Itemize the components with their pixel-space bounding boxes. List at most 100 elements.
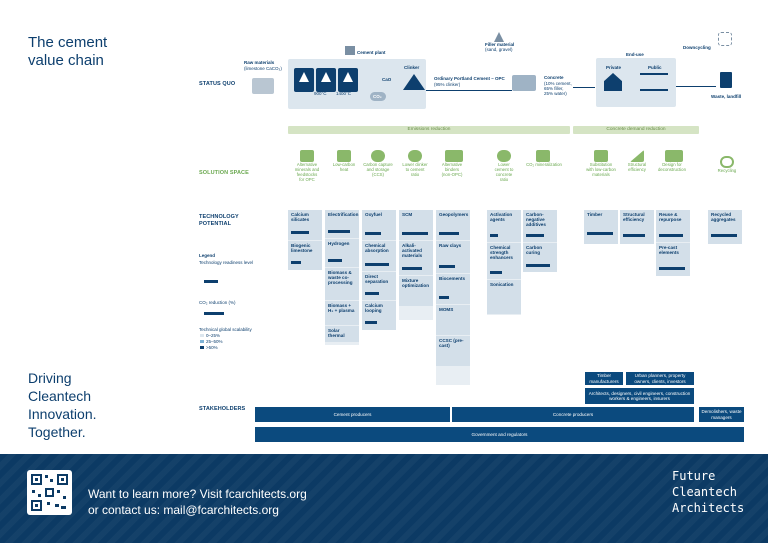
solution-label: Recycling	[717, 168, 737, 173]
tech-name: Oxyfuel	[365, 212, 382, 217]
tech-card: Electrification	[325, 210, 359, 238]
footer-visit-link[interactable]: Want to learn more? Visit fcarchitects.o…	[88, 487, 307, 501]
tech-name: Geopolymers	[439, 212, 469, 217]
downcycling-label: Downcycling	[683, 45, 711, 50]
solution-label: binders	[444, 167, 460, 172]
legend-scalability: Technical global scalability	[199, 327, 252, 332]
tech-column: Recycled aggregates	[708, 210, 742, 244]
co2-cloud-label: CO₂	[373, 94, 382, 99]
trl-bar	[365, 263, 389, 266]
flame-icon	[343, 72, 353, 82]
tech-card: Carbon-negative additives	[523, 210, 557, 242]
tech-column: Oxyfuel Chemical absorption Direct separ…	[362, 210, 396, 330]
trl-bar	[587, 232, 613, 235]
tech-name: Electrification	[328, 212, 359, 217]
substitution-icon	[594, 150, 608, 162]
footer	[0, 454, 768, 543]
raw-materials-sub: (limestone CaCO₃)	[244, 66, 282, 71]
filler-label: Filler material	[485, 42, 515, 47]
solution-label: Lower	[498, 162, 510, 167]
trl-bar	[526, 234, 544, 237]
tech-name: Recycled aggregates	[711, 212, 736, 223]
solution-item: Substitution with low-carbon materials	[584, 150, 618, 177]
recycling-icon	[720, 156, 734, 168]
tech-name: CCSC (pre-cast)	[439, 338, 464, 349]
solution-label: Design for	[662, 162, 682, 167]
tech-card: Carbon curing	[523, 243, 557, 272]
solution-item: Design for deconstruction	[655, 150, 689, 172]
tech-name: Calcium silicates	[291, 212, 310, 223]
trl-bar	[490, 234, 498, 237]
trl-bar	[659, 267, 685, 270]
legend-bar	[204, 312, 224, 315]
tech-card: Chemical absorption	[362, 241, 396, 271]
tech-card: Biomass + H₂ + plasma	[325, 301, 359, 325]
tech-card: Structural efficiency	[620, 210, 654, 244]
tech-name: Structural efficiency	[623, 212, 645, 223]
footer-mail-link[interactable]: or contact us: mail@fcarchitects.org	[88, 503, 279, 517]
solution-label: CO₂ mineralization	[526, 162, 562, 167]
solution-label: Substitution	[589, 162, 613, 167]
bridge-icon	[640, 73, 668, 91]
tech-name: Direct separation	[365, 274, 389, 285]
solution-item: CO₂ mineralization	[524, 150, 564, 167]
tech-column: Reuse & repurpose Pre-cast elements	[656, 210, 690, 276]
wind-turbine-icon	[337, 150, 351, 162]
stakeholder-demolishers: Demolishers, waste managers	[699, 407, 744, 422]
solution-label: cement to	[494, 167, 514, 172]
raw-materials-label: Raw materials	[244, 60, 275, 65]
tech-column: Geopolymers Raw clays Biocements MOMS CC…	[436, 210, 470, 385]
brand-logo: Future Cleantech Architects	[672, 468, 744, 516]
legend-s1: 0–25%	[206, 333, 221, 338]
concrete-sub-2: 65% filler,	[544, 86, 564, 91]
trl-bar	[439, 265, 455, 268]
tech-name: Timber	[587, 212, 603, 217]
tech-name: MOMS	[439, 307, 454, 312]
mineralization-icon	[536, 150, 550, 162]
trl-bar	[490, 271, 502, 274]
house-icon	[604, 73, 622, 91]
solution-label: efficiency	[628, 167, 646, 172]
concrete-sub-1: (10% cement,	[544, 81, 572, 86]
tech-name: Biomass & waste co-processing	[328, 270, 353, 286]
legend-co2: CO₂ reduction (%)	[199, 300, 236, 305]
tech-card: Chemical strength enhancers	[487, 243, 521, 279]
solution-label: (non-OPC)	[441, 172, 463, 177]
tech-card: Recycled aggregates	[708, 210, 742, 244]
concrete-label: Concrete	[544, 75, 564, 80]
solution-label: to cement	[405, 167, 425, 172]
ruler-triangle-icon	[630, 150, 644, 162]
flow-arrow	[573, 87, 595, 88]
row-label-solution-space: SOLUTION SPACE	[199, 170, 249, 176]
tech-card: Reuse & repurpose	[656, 210, 690, 242]
trl-bar	[365, 292, 379, 295]
trl-bar	[439, 296, 449, 299]
waste-label: Waste, landfill	[711, 94, 742, 99]
temp-label-1: 900°C	[314, 91, 327, 96]
private-label: Private	[606, 65, 622, 70]
trash-bin-icon	[720, 72, 732, 88]
tech-name: Mixture optimization	[402, 278, 430, 289]
end-use-label: End-use	[626, 52, 644, 57]
tech-name: Carbon-negative additives	[526, 212, 546, 228]
modules-icon	[665, 150, 683, 162]
public-label: Public	[648, 65, 662, 70]
tagline-line: Cleantech	[28, 388, 92, 404]
row-label-potential: POTENTIAL	[199, 221, 232, 227]
solution-label: minerals and	[294, 167, 320, 172]
concrete-demand-reduction-bar: Concrete demand reduction	[573, 126, 699, 134]
tech-column: Activation agents Chemical strength enha…	[487, 210, 521, 315]
tech-name: Reuse & repurpose	[659, 212, 682, 223]
cao-label: CaO	[382, 77, 392, 82]
qr-code[interactable]	[27, 470, 72, 515]
tech-card: Alkali-activated materials	[399, 241, 433, 275]
solution-label: Alternative	[296, 162, 318, 167]
tech-name: Alkali-activated materials	[402, 243, 423, 259]
solution-label: Structural	[627, 162, 647, 167]
tech-card: Activation agents	[487, 210, 521, 242]
temp-label-2: 1400°C	[336, 91, 352, 96]
tech-card: Timber	[584, 210, 618, 244]
row-label-technology: TECHNOLOGY	[199, 214, 239, 220]
opc-sub: (95% clinker)	[434, 82, 461, 87]
trl-bar	[402, 232, 428, 235]
